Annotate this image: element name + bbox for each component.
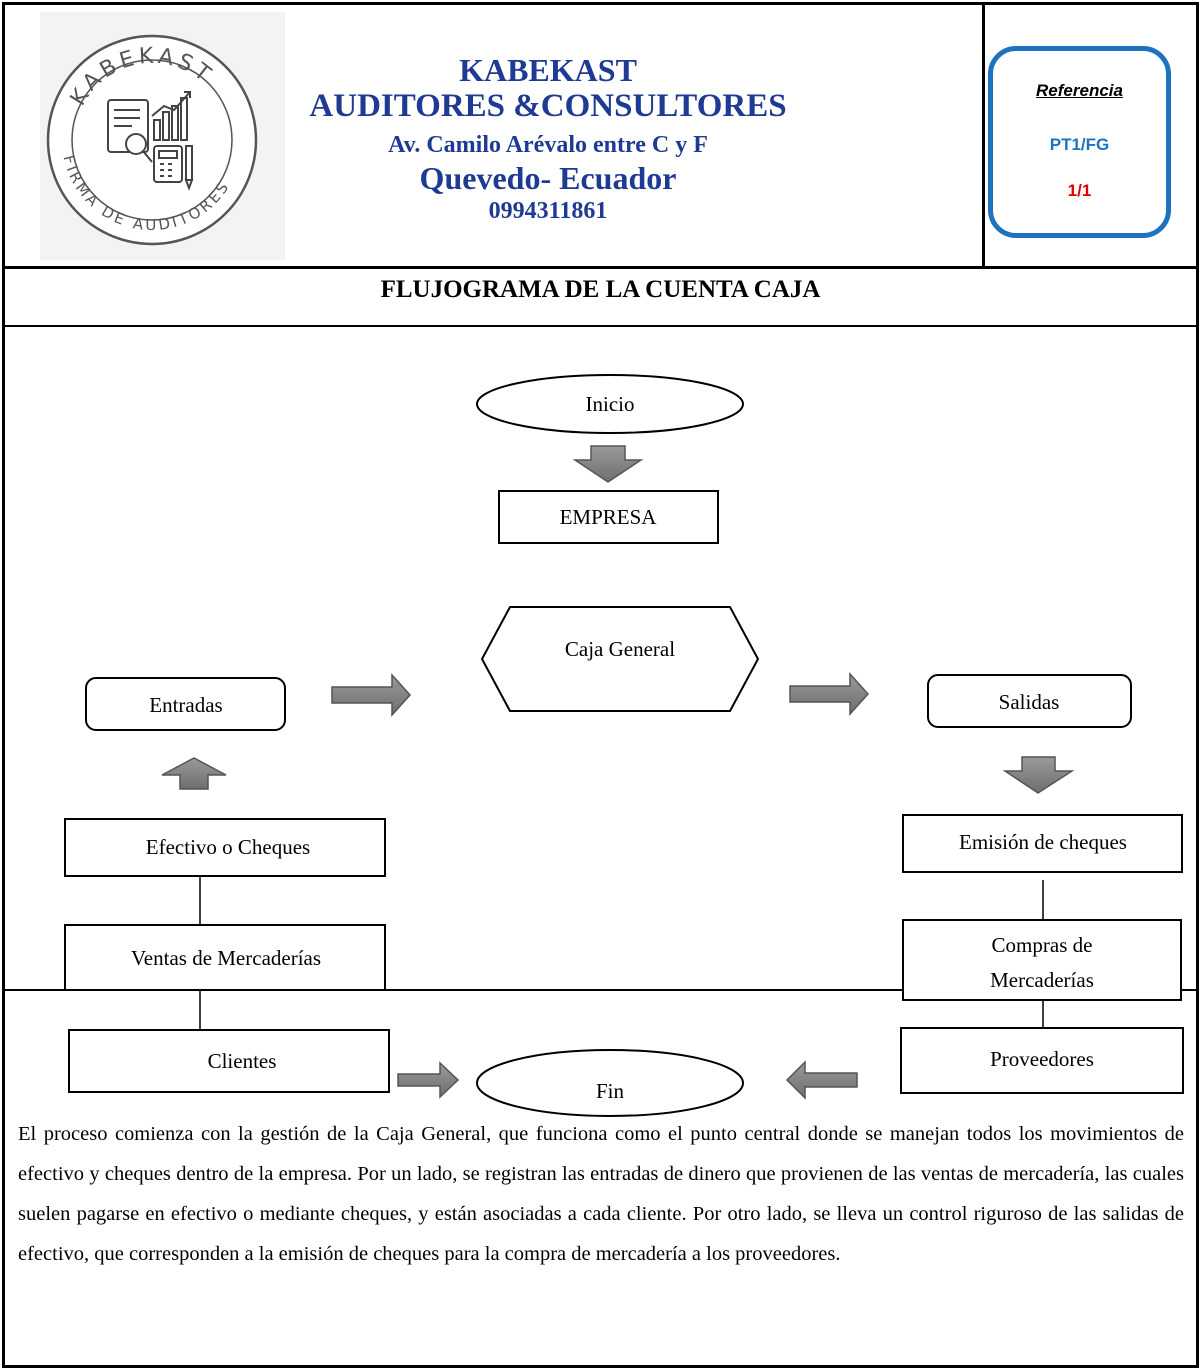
- firm-address: Av. Camilo Arévalo entre C y F: [388, 132, 708, 158]
- outflows-node: [927, 674, 1132, 728]
- reference-page: 1/1: [1067, 181, 1092, 200]
- diagram-divider: [2, 989, 1199, 991]
- title-divider: [2, 325, 1199, 327]
- calculator-icon: [153, 145, 194, 191]
- cash-checks-node: [64, 818, 386, 877]
- down-arrow-outflows: [1002, 756, 1075, 794]
- checks-issued-node: [902, 814, 1183, 873]
- inflows-node: [85, 677, 286, 731]
- clients-label: Clientes: [208, 1049, 277, 1073]
- suppliers-label: Proveedores: [990, 1047, 1094, 1071]
- reference-label: Referencia: [1036, 81, 1123, 100]
- up-arrow-inflows: [161, 757, 227, 790]
- company-label: EMPRESA: [560, 505, 658, 529]
- cash-node: [480, 606, 760, 712]
- left-arrow-suppliers: [785, 1060, 858, 1100]
- right-arrow-inflows: [331, 673, 412, 717]
- firm-header: KABEKAST AUDITORES &CONSULTORES Av. Cami…: [268, 52, 828, 226]
- cash-label: Caja General: [565, 637, 675, 661]
- purchases-node: [902, 919, 1182, 1001]
- clients-node: [68, 1029, 390, 1093]
- start-label: Inicio: [586, 392, 635, 416]
- header-divider: [2, 266, 1199, 269]
- document-icon: [107, 99, 153, 163]
- right-arrow-outflows: [789, 672, 870, 716]
- suppliers-node: [900, 1027, 1184, 1094]
- outflows-label: Salidas: [999, 690, 1060, 714]
- down-arrow-start: [572, 445, 644, 483]
- purchases-label-2: Mercaderías: [990, 968, 1094, 992]
- sales-label: Ventas de Mercaderías: [131, 946, 321, 970]
- right-arrow-clients: [397, 1061, 460, 1099]
- description-paragraph: El proceso comienza con la gestión de la…: [18, 1123, 1184, 1265]
- firm-name: AUDITORES &CONSULTORES: [309, 88, 787, 124]
- firm-phone: 0994311861: [488, 198, 608, 224]
- cash-checks-label: Efectivo o Cheques: [146, 835, 310, 859]
- reference-code: PT1/FG: [1049, 135, 1110, 154]
- end-label: Fin: [596, 1079, 625, 1103]
- sales-node: [64, 924, 386, 991]
- checks-issued-label: Emisión de cheques: [959, 830, 1127, 854]
- bar-chart-icon: [151, 91, 191, 141]
- inflows-label: Entradas: [149, 693, 222, 717]
- header-divider-vertical: [982, 2, 985, 268]
- reference-box: Referencia PT1/FG 1/1: [988, 46, 1171, 238]
- firm-city: Quevedo- Ecuador: [419, 160, 677, 196]
- firm-logo: KABEKAST FIRMA DE AUDITORES: [40, 12, 285, 260]
- page-title: FLUJOGRAMA DE LA CUENTA CAJA: [380, 276, 821, 303]
- end-node: [476, 1049, 744, 1117]
- company-name: KABEKAST: [459, 52, 637, 88]
- company-node: [498, 490, 719, 544]
- purchases-label-1: Compras de: [992, 933, 1093, 957]
- start-node: [476, 374, 744, 434]
